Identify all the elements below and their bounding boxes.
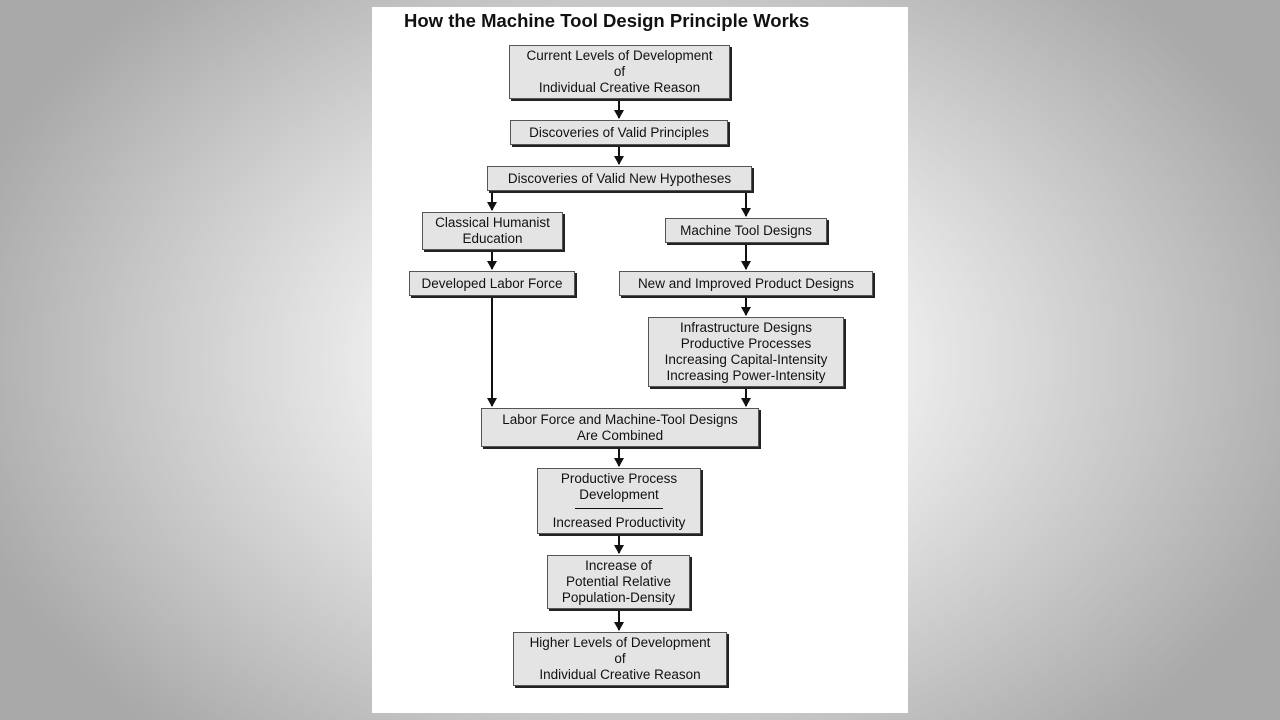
node-infrastructure-line-1: Infrastructure Designs [679, 320, 813, 335]
node-classical-education-line-2: Education [462, 231, 523, 246]
node-higher-levels: Higher Levels of Development of Individu… [513, 632, 727, 686]
node-valid-hypotheses-line-1: Discoveries of Valid New Hypotheses [507, 170, 732, 186]
node-infrastructure-line-3: Increasing Capital-Intensity [664, 352, 828, 367]
node-current-levels-line-3: Individual Creative Reason [538, 80, 701, 95]
node-valid-hypotheses: Discoveries of Valid New Hypotheses [487, 166, 752, 191]
node-population-density-line-3: Population-Density [561, 590, 676, 605]
node-current-levels-line-2: of [613, 64, 626, 79]
node-population-density-line-1: Increase of [585, 558, 652, 573]
node-population-density-line-2: Potential Relative [565, 574, 672, 589]
diagram-sheet: How the Machine Tool Design Principle Wo… [372, 7, 908, 713]
node-labor-combined: Labor Force and Machine-Tool Designs Are… [481, 408, 759, 447]
node-developed-labor-force: Developed Labor Force [409, 271, 575, 296]
node-higher-levels-line-3: Individual Creative Reason [539, 667, 701, 682]
node-productive-process-line-1: Productive Process [560, 471, 678, 486]
node-classical-education-line-1: Classical Humanist [435, 215, 550, 230]
node-productive-process-divider [575, 508, 663, 509]
node-population-density: Increase of Potential Relative Populatio… [547, 555, 690, 609]
node-productive-process: Productive Process Development Increased… [537, 468, 701, 534]
node-infrastructure-line-2: Productive Processes [680, 336, 812, 351]
diagram-title: How the Machine Tool Design Principle Wo… [404, 10, 810, 31]
node-productive-process-line-2: Development [579, 487, 659, 502]
node-higher-levels-line-2: of [614, 651, 626, 666]
node-higher-levels-line-1: Higher Levels of Development [529, 635, 711, 650]
node-valid-principles-line-1: Discoveries of Valid Principles [529, 124, 709, 140]
node-valid-principles: Discoveries of Valid Principles [510, 120, 728, 145]
node-classical-education: Classical Humanist Education [422, 212, 563, 250]
node-product-designs-line-1: New and Improved Product Designs [637, 275, 855, 291]
node-current-levels-line-1: Current Levels of Development [526, 48, 713, 63]
node-developed-labor-force-line-1: Developed Labor Force [421, 275, 563, 291]
node-infrastructure: Infrastructure Designs Productive Proces… [648, 317, 844, 387]
node-machine-tool-designs-line-1: Machine Tool Designs [680, 222, 812, 238]
node-product-designs: New and Improved Product Designs [619, 271, 873, 296]
node-labor-combined-line-1: Labor Force and Machine-Tool Designs [502, 411, 738, 427]
node-increased-productivity: Increased Productivity [552, 515, 686, 530]
node-current-levels: Current Levels of Development of Individ… [509, 45, 730, 99]
node-infrastructure-line-4: Increasing Power-Intensity [666, 368, 826, 383]
node-labor-combined-line-2: Are Combined [576, 427, 664, 443]
connector-layer [487, 99, 751, 631]
node-machine-tool-designs: Machine Tool Designs [665, 218, 827, 243]
